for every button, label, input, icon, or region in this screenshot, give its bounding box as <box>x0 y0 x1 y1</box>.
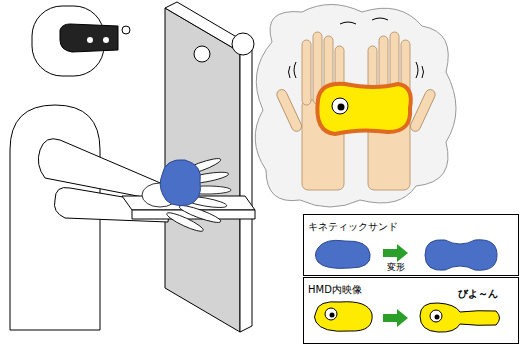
hmd-dot <box>87 37 93 43</box>
thought-cloud <box>255 5 456 208</box>
arrow-caption: 変形 <box>387 263 405 273</box>
panel-heading: キネティックサンド <box>304 219 402 235</box>
thought-dot <box>122 26 130 34</box>
sand-after <box>425 240 497 270</box>
wall-hole <box>232 33 254 55</box>
creature-before <box>315 302 373 332</box>
virtual-creature <box>317 84 410 134</box>
creature-eye <box>430 310 442 322</box>
creature-pupil <box>330 313 335 318</box>
creature-pupil <box>435 315 440 320</box>
sound-effect: びよ～ん <box>458 288 498 299</box>
creature-after <box>420 303 500 332</box>
change-arrow <box>383 309 408 327</box>
hmd <box>60 24 118 52</box>
kinetic-sand <box>160 160 200 206</box>
panel-heading: HMD内映像 <box>304 282 366 298</box>
sand-before <box>316 240 371 268</box>
motion-lines <box>289 18 424 78</box>
creature-pupil <box>338 104 345 111</box>
wall-hole <box>194 46 210 62</box>
hmd-dot <box>103 37 109 43</box>
change-arrow <box>383 244 408 262</box>
legend-panel: キネティックサンド <box>303 214 519 276</box>
virtual-hands <box>275 32 437 190</box>
creature-eye <box>332 98 348 114</box>
legend-panel: HMD内映像 <box>303 277 519 344</box>
creature-eye <box>325 308 337 320</box>
wall-side <box>240 46 252 332</box>
hands <box>142 156 231 234</box>
